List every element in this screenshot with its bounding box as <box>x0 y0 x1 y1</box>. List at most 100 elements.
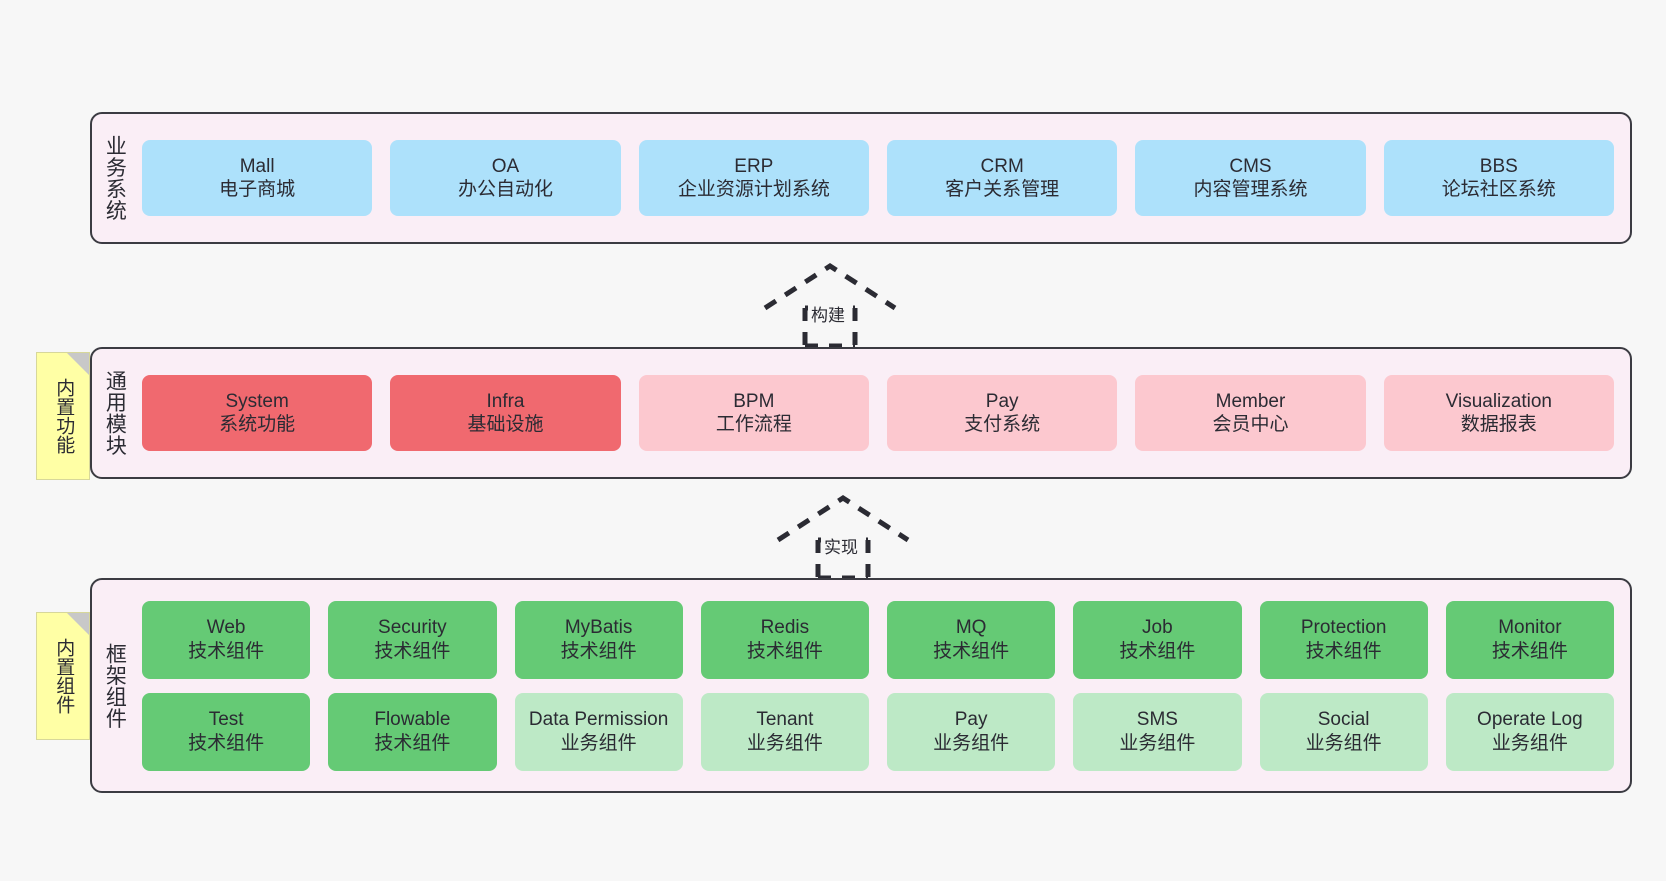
node-security-en: Security <box>378 617 447 639</box>
node-monitor-en: Monitor <box>1498 617 1562 639</box>
node-oa[interactable]: OA 办公自动化 <box>390 140 621 216</box>
node-bbs-en: BBS <box>1479 155 1518 177</box>
node-visualization-cn: 数据报表 <box>1460 414 1537 435</box>
node-operate-log[interactable]: Operate Log 业务组件 <box>1445 692 1614 771</box>
node-system[interactable]: System 系统功能 <box>142 375 373 451</box>
node-operate-log-en: Operate Log <box>1477 709 1583 731</box>
node-oa-en: OA <box>491 155 520 177</box>
layer-title-framework: 框架组件 <box>103 642 127 729</box>
note-fold-corner-icon <box>67 353 89 375</box>
node-sms-cn: 业务组件 <box>1119 732 1196 754</box>
layer-common-modules: 通用模块 System 系统功能 Infra 基础设施 BPM 工作流程 Pay… <box>90 347 1632 479</box>
layer-body-framework: Web 技术组件 Security 技术组件 MyBatis 技术组件 Redi… <box>136 580 1630 791</box>
arrow-implement-label: 实现 <box>821 533 861 558</box>
node-member-en: Member <box>1215 390 1286 412</box>
node-bbs-cn: 论坛社区系统 <box>1441 179 1556 200</box>
node-visualization[interactable]: Visualization 数据报表 <box>1383 375 1614 451</box>
node-test-cn: 技术组件 <box>188 732 265 754</box>
node-infra-en: Infra <box>486 390 525 412</box>
node-bbs[interactable]: BBS 论坛社区系统 <box>1383 140 1614 216</box>
node-flowable[interactable]: Flowable 技术组件 <box>328 692 497 771</box>
node-tenant-en: Tenant <box>756 709 814 731</box>
row-business: Mall 电子商城 OA 办公自动化 ERP 企业资源计划系统 CRM 客户关系… <box>142 140 1614 216</box>
node-crm[interactable]: CRM 客户关系管理 <box>886 140 1118 216</box>
node-member-cn: 会员中心 <box>1212 414 1289 435</box>
node-flowable-cn: 技术组件 <box>374 732 451 754</box>
node-operate-log-cn: 业务组件 <box>1491 732 1568 754</box>
node-web[interactable]: Web 技术组件 <box>142 600 311 679</box>
node-monitor-cn: 技术组件 <box>1491 640 1568 662</box>
node-tenant-cn: 业务组件 <box>746 732 823 754</box>
node-member[interactable]: Member 会员中心 <box>1135 375 1366 451</box>
arrow-build: 构建 <box>755 258 905 349</box>
note-builtin-components-label: 内置组件 <box>53 638 75 714</box>
layer-body-business: Mall 电子商城 OA 办公自动化 ERP 企业资源计划系统 CRM 客户关系… <box>136 114 1630 242</box>
node-job-cn: 技术组件 <box>1119 640 1196 662</box>
node-test[interactable]: Test 技术组件 <box>142 692 311 771</box>
row-framework-biz: Test 技术组件 Flowable 技术组件 Data Permission … <box>142 692 1614 771</box>
node-erp-en: ERP <box>734 155 774 177</box>
node-protection-cn: 技术组件 <box>1305 640 1382 662</box>
layer-body-modules: System 系统功能 Infra 基础设施 BPM 工作流程 Pay 支付系统… <box>136 349 1630 477</box>
node-pay-module-cn: 支付系统 <box>964 414 1041 435</box>
node-sms-en: SMS <box>1136 709 1178 731</box>
node-redis[interactable]: Redis 技术组件 <box>700 600 869 679</box>
node-protection-en: Protection <box>1300 617 1387 639</box>
node-redis-en: Redis <box>760 617 810 639</box>
node-redis-cn: 技术组件 <box>746 640 823 662</box>
layer-title-business: 业务系统 <box>103 135 127 221</box>
node-pay-module-en: Pay <box>985 390 1019 412</box>
node-pay-component-en: Pay <box>954 709 988 731</box>
node-mq[interactable]: MQ 技术组件 <box>887 600 1056 679</box>
node-social-en: Social <box>1317 709 1370 731</box>
node-protection[interactable]: Protection 技术组件 <box>1259 600 1428 679</box>
layer-framework-components: 框架组件 Web 技术组件 Security 技术组件 MyBatis 技术组件… <box>90 578 1632 793</box>
node-system-cn: 系统功能 <box>219 414 296 435</box>
node-data-permission[interactable]: Data Permission 业务组件 <box>514 692 683 771</box>
node-tenant[interactable]: Tenant 业务组件 <box>700 692 869 771</box>
arrow-implement: 实现 <box>768 490 918 581</box>
node-sms[interactable]: SMS 业务组件 <box>1073 692 1242 771</box>
note-builtin-features-label: 内置功能 <box>53 378 75 454</box>
node-mybatis[interactable]: MyBatis 技术组件 <box>514 600 683 679</box>
node-mall-en: Mall <box>239 155 275 177</box>
node-infra-cn: 基础设施 <box>467 414 544 435</box>
node-mq-cn: 技术组件 <box>933 640 1010 662</box>
node-bpm-cn: 工作流程 <box>715 414 792 435</box>
node-web-cn: 技术组件 <box>188 640 265 662</box>
node-mq-en: MQ <box>955 617 987 639</box>
node-monitor[interactable]: Monitor 技术组件 <box>1445 600 1614 679</box>
row-modules: System 系统功能 Infra 基础设施 BPM 工作流程 Pay 支付系统… <box>142 375 1614 451</box>
node-cms[interactable]: CMS 内容管理系统 <box>1135 140 1366 216</box>
node-mall[interactable]: Mall 电子商城 <box>142 140 373 216</box>
node-job[interactable]: Job 技术组件 <box>1073 600 1242 679</box>
node-data-permission-cn: 业务组件 <box>560 732 637 754</box>
note-builtin-components: 内置组件 <box>36 612 90 740</box>
node-erp[interactable]: ERP 企业资源计划系统 <box>638 140 869 216</box>
node-social-cn: 业务组件 <box>1305 732 1382 754</box>
arrow-build-label: 构建 <box>808 301 848 326</box>
note-builtin-features: 内置功能 <box>36 352 90 480</box>
node-erp-cn: 企业资源计划系统 <box>677 179 830 200</box>
node-job-en: Job <box>1142 617 1173 639</box>
node-bpm[interactable]: BPM 工作流程 <box>638 375 869 451</box>
node-crm-en: CRM <box>980 155 1024 177</box>
row-framework-tech: Web 技术组件 Security 技术组件 MyBatis 技术组件 Redi… <box>142 600 1614 679</box>
note-fold-corner-icon <box>67 613 89 635</box>
node-mybatis-cn: 技术组件 <box>560 640 637 662</box>
node-pay-component[interactable]: Pay 业务组件 <box>887 692 1056 771</box>
node-pay-component-cn: 业务组件 <box>933 732 1010 754</box>
node-infra[interactable]: Infra 基础设施 <box>390 375 621 451</box>
node-social[interactable]: Social 业务组件 <box>1259 692 1428 771</box>
node-crm-cn: 客户关系管理 <box>945 179 1060 200</box>
node-security-cn: 技术组件 <box>374 640 451 662</box>
node-test-en: Test <box>208 709 244 731</box>
node-oa-cn: 办公自动化 <box>457 179 553 200</box>
node-security[interactable]: Security 技术组件 <box>328 600 497 679</box>
node-pay-module[interactable]: Pay 支付系统 <box>886 375 1118 451</box>
node-visualization-en: Visualization <box>1445 390 1552 412</box>
node-bpm-en: BPM <box>733 390 775 412</box>
layer-business-systems: 业务系统 Mall 电子商城 OA 办公自动化 ERP 企业资源计划系统 CRM… <box>90 112 1632 244</box>
node-cms-cn: 内容管理系统 <box>1193 179 1308 200</box>
